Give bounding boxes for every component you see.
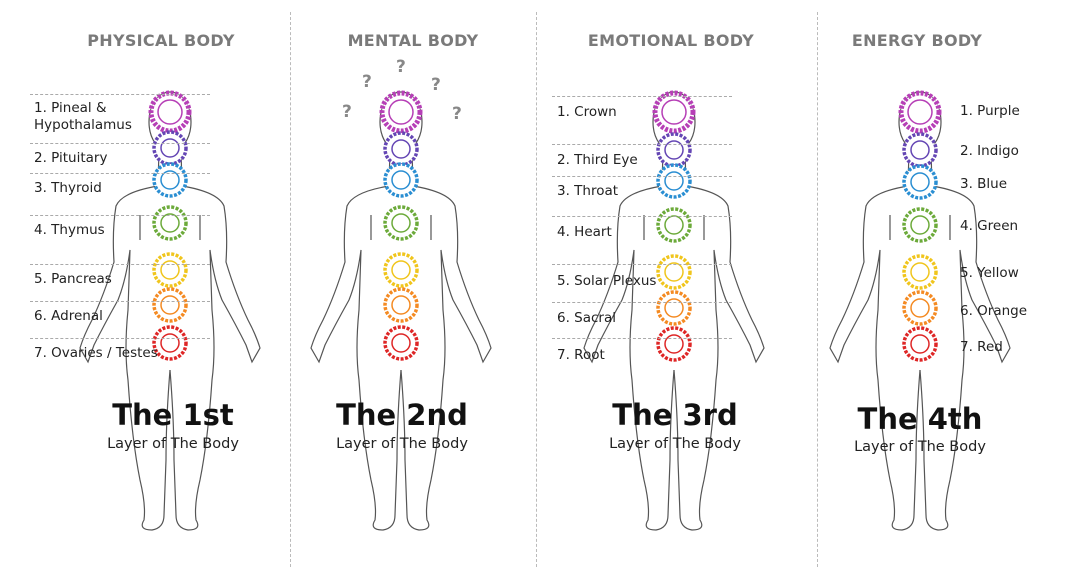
chakra-label: 2. Indigo	[960, 143, 1019, 159]
guide-line	[30, 264, 210, 265]
solar-chakra-icon	[656, 254, 692, 290]
chakra-label: 7. Root	[557, 347, 605, 363]
chakra-label: 3. Blue	[960, 176, 1008, 192]
guide-line	[30, 301, 210, 302]
root-chakra-icon	[902, 326, 938, 362]
chakra-label: 3. Thyroid	[34, 180, 102, 196]
crown-chakra-icon	[379, 90, 423, 134]
chakra-label: 7. Ovaries / Testes	[34, 345, 158, 361]
layer-subtitle: Layer of The Body	[107, 436, 239, 452]
question-mark: ?	[362, 72, 372, 92]
chakra-label: 3. Throat	[557, 183, 619, 199]
layer-title: The 3rd	[612, 398, 738, 432]
chakra-label: 1. Crown	[557, 104, 617, 120]
heart-chakra-icon	[383, 205, 419, 241]
root-chakra-icon	[656, 326, 692, 362]
guide-line	[552, 302, 732, 303]
panel-heading: ENERGY BODY	[851, 31, 983, 50]
sacral-chakra-icon	[383, 287, 419, 323]
guide-line	[552, 338, 732, 339]
panel-heading: PHYSICAL BODY	[87, 31, 235, 50]
guide-line	[552, 144, 732, 145]
sacral-chakra-icon	[656, 290, 692, 326]
heart-chakra-icon	[656, 207, 692, 243]
solar-chakra-icon	[383, 252, 419, 288]
guide-line	[552, 176, 732, 177]
panel-heading: MENTAL BODY	[347, 31, 479, 50]
solar-chakra-icon	[152, 252, 188, 288]
panel-heading: EMOTIONAL BODY	[587, 31, 755, 50]
chakra-label: 2. Third Eye	[557, 152, 638, 168]
guide-line	[30, 173, 210, 174]
chakra-label: 1. Pineal & Hypothalamus	[34, 100, 132, 133]
guide-line	[552, 96, 732, 97]
chakra-label: 5. Solar Plexus	[557, 273, 657, 289]
sacral-chakra-icon	[152, 287, 188, 323]
guide-line	[552, 264, 732, 265]
sacral-chakra-icon	[902, 290, 938, 326]
guide-line	[30, 338, 210, 339]
layer-subtitle: Layer of The Body	[854, 439, 986, 455]
layer-subtitle: Layer of The Body	[609, 436, 741, 452]
heart-chakra-icon	[902, 207, 938, 243]
guide-line	[30, 143, 210, 144]
third-eye-chakra-icon	[383, 131, 419, 167]
panel-divider	[290, 12, 291, 567]
chakra-label: 4. Thymus	[34, 222, 105, 238]
throat-chakra-icon	[152, 162, 188, 198]
heart-chakra-icon	[152, 205, 188, 241]
chakra-label: 1. Purple	[960, 103, 1020, 119]
layer-subtitle: Layer of The Body	[336, 436, 468, 452]
panel-divider	[817, 12, 818, 567]
chakra-label: 5. Yellow	[960, 265, 1019, 281]
throat-chakra-icon	[656, 163, 692, 199]
crown-chakra-icon	[148, 90, 192, 134]
third-eye-chakra-icon	[902, 132, 938, 168]
throat-chakra-icon	[902, 164, 938, 200]
root-chakra-icon	[383, 325, 419, 361]
question-mark: ?	[452, 104, 462, 124]
chakra-label: 6. Sacral	[557, 310, 617, 326]
layer-title: The 4th	[857, 402, 983, 436]
chakra-label: 6. Adrenal	[34, 308, 103, 324]
crown-chakra-icon	[898, 90, 942, 134]
third-eye-chakra-icon	[152, 130, 188, 166]
question-mark: ?	[342, 102, 352, 122]
question-mark: ?	[396, 57, 406, 77]
third-eye-chakra-icon	[656, 132, 692, 168]
panel-divider	[536, 12, 537, 567]
chakra-label: 6. Orange	[960, 303, 1028, 319]
question-mark: ?	[431, 75, 441, 95]
chakra-label: 2. Pituitary	[34, 150, 108, 166]
chakra-label: 4. Heart	[557, 224, 612, 240]
layer-title: The 1st	[112, 398, 234, 432]
root-chakra-icon	[152, 325, 188, 361]
chakra-label: 5. Pancreas	[34, 271, 112, 287]
throat-chakra-icon	[383, 162, 419, 198]
guide-line	[30, 94, 210, 95]
crown-chakra-icon	[652, 90, 696, 134]
guide-line	[30, 215, 210, 216]
chakra-label: 7. Red	[960, 339, 1003, 355]
layer-title: The 2nd	[336, 398, 468, 432]
guide-line	[552, 216, 732, 217]
solar-chakra-icon	[902, 254, 938, 290]
chakra-label: 4. Green	[960, 218, 1019, 234]
